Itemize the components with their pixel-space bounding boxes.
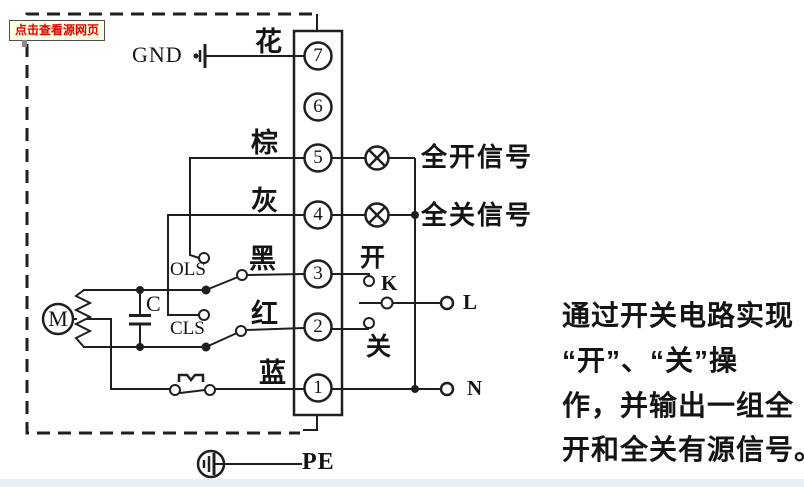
note-line-2: “开”、“关”操 [562, 345, 739, 376]
terminal-number-3: 3 [313, 263, 323, 284]
motor-label: M [48, 306, 68, 331]
note-line-4: 开和全关有源信号。 [562, 434, 804, 465]
wire-label-hua: 花 [255, 27, 282, 57]
view-source-link[interactable]: 点击查看源网页 [9, 20, 106, 41]
k-close-contact [363, 317, 375, 329]
k-close-label: 关 [366, 333, 392, 361]
n-terminal-circle [439, 381, 455, 397]
wire-black [246, 273, 305, 276]
k-common-contact [380, 296, 394, 310]
junction-dot [411, 385, 419, 393]
wire-label-gray: 灰 [251, 186, 278, 216]
cls-label: CLS [170, 318, 205, 339]
enclosure-dashed-border [25, 12, 312, 435]
terminal-number-1: 1 [313, 377, 323, 398]
wire-label-brown: 棕 [251, 128, 278, 158]
wire-label-red: 红 [251, 299, 278, 329]
terminal-number-7: 7 [313, 45, 323, 66]
wire-gray [167, 214, 304, 316]
gnd-dot [193, 53, 199, 59]
wire-label-black: 黑 [249, 244, 276, 274]
junction-dot [136, 286, 144, 294]
k-open-label: 开 [360, 244, 386, 272]
ols-moving-contact [236, 269, 248, 281]
terminal-circle-2 [303, 312, 333, 342]
junction-dot [411, 211, 419, 219]
k-switch-label: K [381, 271, 398, 295]
note-line-1: 通过开关电路实现 [562, 300, 795, 331]
motor-winding-coil [73, 289, 93, 348]
terminal-number-6: 6 [313, 96, 323, 117]
note-line-3: 作，并输出一组全 [562, 390, 795, 421]
capacitor-label: C [146, 291, 161, 316]
tooltip-pointer-artifact [22, 40, 27, 47]
ols-lever [205, 276, 239, 291]
k-open-contact [363, 275, 375, 287]
l-terminal-circle [439, 295, 455, 311]
full-open-signal-label: 全开信号 [421, 142, 534, 172]
wire-motor-common [86, 318, 170, 390]
lamp-close-cross [368, 206, 386, 224]
cls-lever [205, 332, 238, 348]
terminal-circle-7 [303, 41, 333, 71]
thermal-blade [179, 389, 206, 394]
lamp-close-icon [364, 202, 390, 228]
wire-label-blue: 蓝 [259, 358, 286, 388]
terminal-number-2: 2 [313, 316, 323, 337]
cls-moving-contact [235, 325, 247, 337]
thermal-contact-right [204, 384, 216, 396]
thermal-element-icon [177, 373, 205, 383]
ols-fixed-contact [198, 252, 210, 264]
terminal-circle-6 [303, 92, 333, 122]
lamp-open-icon [364, 145, 390, 171]
page-bottom-strip [0, 479, 804, 487]
terminal-block-bottom-stub [303, 415, 318, 431]
ols-label: OLS [170, 259, 206, 280]
full-close-signal-label: 全关信号 [421, 200, 534, 230]
wire-red [245, 327, 305, 331]
neutral-n-label: N [467, 376, 483, 400]
terminal-number-5: 5 [313, 147, 323, 168]
thermal-contact-left [169, 384, 181, 396]
terminal-number-4: 4 [313, 204, 323, 225]
gnd-label: GND [132, 42, 183, 67]
lamp-open-cross [368, 149, 386, 167]
line-l-label: L [463, 290, 478, 314]
junction-dot [136, 343, 144, 351]
pe-label: PE [302, 449, 335, 475]
cls-fixed-contact [198, 309, 210, 321]
wire-brown [189, 157, 304, 259]
